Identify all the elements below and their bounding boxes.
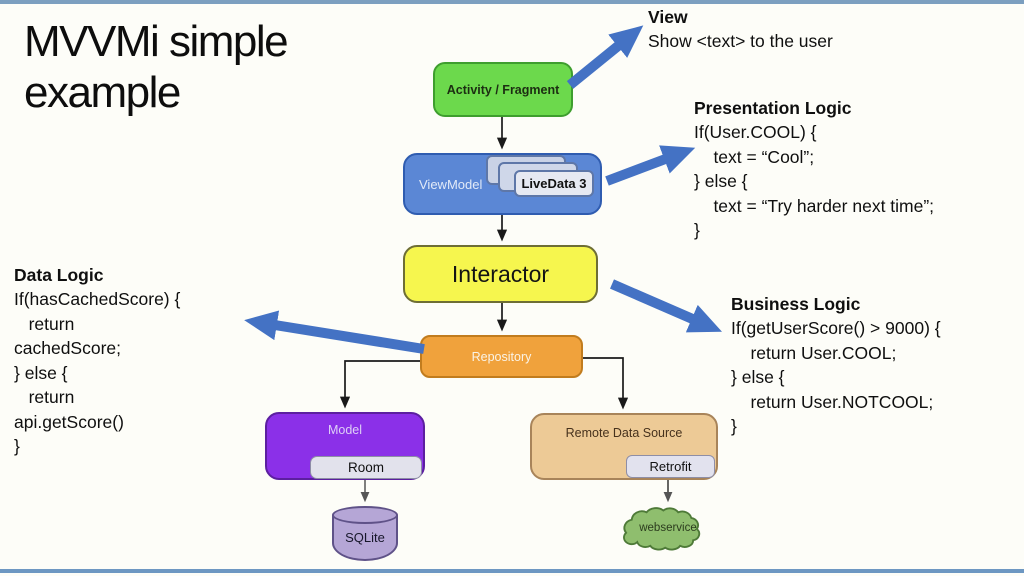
connector-repository-remote bbox=[583, 357, 629, 410]
livedata-card-front: LiveData 3 bbox=[514, 170, 594, 197]
bottom-frame-bar bbox=[0, 569, 1024, 573]
node-retrofit-label: Retrofit bbox=[649, 459, 692, 474]
node-model-label: Model bbox=[327, 423, 363, 437]
blue-arrow-business bbox=[610, 279, 723, 333]
node-room: Room bbox=[310, 456, 422, 479]
node-repository-label: Repository bbox=[471, 349, 532, 364]
cloud-shape bbox=[623, 507, 701, 551]
node-viewmodel-label: ViewModel bbox=[419, 176, 483, 192]
node-room-label: Room bbox=[347, 460, 384, 475]
annotation-presentation-title: Presentation Logic bbox=[694, 98, 852, 118]
node-interactor-label: Interactor bbox=[451, 260, 550, 287]
sqlite-database-cylinder: SQLite bbox=[332, 506, 398, 562]
annotation-data-logic-code: If(hasCachedScore) { return cachedScore;… bbox=[14, 289, 181, 456]
annotation-business-logic: Business Logic If(getUserScore() > 9000)… bbox=[731, 292, 941, 439]
annotation-presentation-code: If(User.COOL) { text = “Cool”; } else { … bbox=[694, 122, 935, 240]
blue-arrow-view bbox=[566, 25, 644, 89]
connector-repository-model bbox=[339, 360, 420, 409]
webservice-label: webservice bbox=[639, 522, 697, 534]
node-repository: Repository bbox=[420, 335, 583, 378]
livedata-label: LiveData 3 bbox=[521, 176, 587, 191]
annotation-view-title: View bbox=[648, 7, 688, 27]
top-frame-bar bbox=[0, 0, 1024, 4]
node-interactor: Interactor bbox=[403, 245, 598, 303]
node-activity-fragment: Activity / Fragment bbox=[433, 62, 573, 117]
annotation-view: View Show <text> to the user bbox=[648, 5, 833, 54]
annotation-view-body: Show <text> to the user bbox=[648, 31, 833, 51]
blue-arrow-data-logic bbox=[244, 310, 425, 354]
annotation-business-code: If(getUserScore() > 9000) { return User.… bbox=[731, 318, 941, 436]
node-remote-label: Remote Data Source bbox=[565, 426, 683, 440]
cylinder-top bbox=[332, 506, 398, 524]
slide-title: MVVMi simple example bbox=[24, 17, 289, 118]
node-retrofit: Retrofit bbox=[626, 455, 715, 478]
node-activity-fragment-label: Activity / Fragment bbox=[446, 82, 560, 97]
annotation-presentation-logic: Presentation Logic If(User.COOL) { text … bbox=[694, 96, 934, 243]
sqlite-label: SQLite bbox=[345, 530, 385, 545]
webservice-cloud: webservice bbox=[614, 503, 722, 557]
annotation-business-title: Business Logic bbox=[731, 294, 861, 314]
annotation-data-logic-title: Data Logic bbox=[14, 265, 104, 285]
blue-arrow-presentation bbox=[605, 145, 696, 186]
annotation-data-logic: Data Logic If(hasCachedScore) { return c… bbox=[14, 263, 180, 459]
